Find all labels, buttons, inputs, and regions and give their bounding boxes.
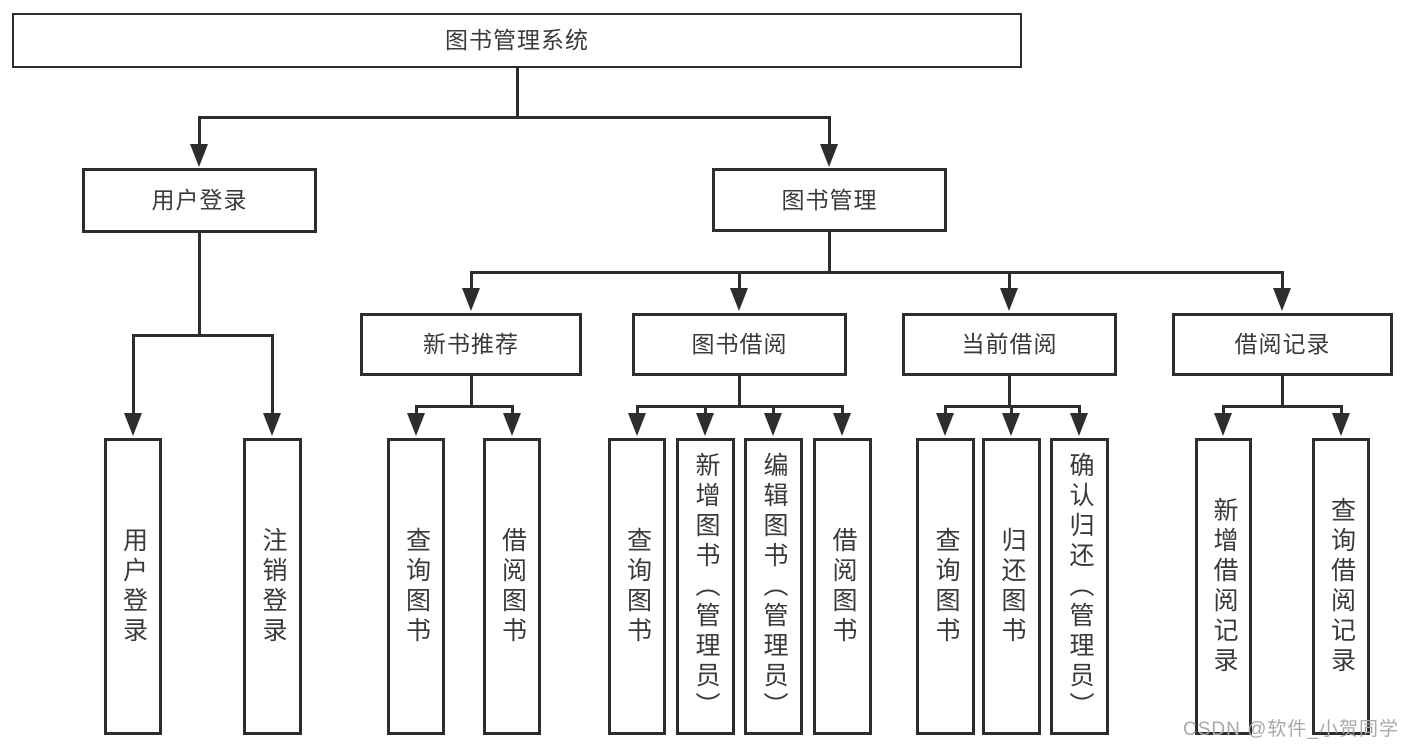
node-user-login-label: 用户登录 xyxy=(151,187,248,213)
arrow-down-icon xyxy=(124,413,142,436)
leaf-current-query: 查询图书 xyxy=(916,438,975,735)
arrow-down-icon xyxy=(1002,413,1020,436)
connector-arrow-stem xyxy=(1007,272,1011,289)
arrow-down-icon xyxy=(1000,288,1018,311)
arrow-down-icon xyxy=(696,413,714,436)
leaf-borrow-query: 查询图书 xyxy=(608,438,666,735)
leaf-newbook-borrow-label: 借阅图书 xyxy=(498,526,527,647)
node-root-label: 图书管理系统 xyxy=(445,27,589,53)
arrow-down-icon xyxy=(764,413,782,436)
connector-arrow-stem xyxy=(635,406,639,414)
connector-arrow-stem xyxy=(943,406,947,414)
arrow-down-icon xyxy=(462,288,480,311)
connector-arrow-stem xyxy=(703,406,707,414)
arrow-down-icon xyxy=(503,413,521,436)
leaf-logout-label: 注销登录 xyxy=(259,526,287,647)
leaf-record-query: 查询借阅记录 xyxy=(1312,438,1370,735)
arrow-down-icon xyxy=(1214,413,1232,436)
arrow-down-icon xyxy=(1273,288,1291,311)
connector-line xyxy=(1222,404,1343,408)
leaf-current-return-label: 归还图书 xyxy=(998,526,1026,647)
connector-arrow-stem xyxy=(840,406,844,414)
node-new-book-recommend-label: 新书推荐 xyxy=(423,331,519,357)
arrow-down-icon xyxy=(833,413,851,436)
leaf-record-add-label: 新增借阅记录 xyxy=(1210,496,1238,677)
connector-arrow-stem xyxy=(1009,406,1013,414)
arrow-down-icon xyxy=(190,144,208,167)
connector-line xyxy=(1007,376,1011,408)
connector-line xyxy=(515,68,519,118)
leaf-borrow-book-label: 借阅图书 xyxy=(829,526,857,647)
arrow-down-icon xyxy=(1332,413,1350,436)
connector-arrow-stem xyxy=(131,335,135,414)
arrow-down-icon xyxy=(730,288,748,311)
connector-line xyxy=(415,404,514,408)
connector-line xyxy=(737,376,741,408)
leaf-user-login: 用户登录 xyxy=(104,438,162,735)
node-user-login: 用户登录 xyxy=(82,168,317,233)
leaf-newbook-query-label: 查询图书 xyxy=(402,526,431,647)
node-book-management: 图书管理 xyxy=(712,168,947,232)
arrow-down-icon xyxy=(407,413,425,436)
leaf-borrow-edit-admin: 编辑图书（管理员） xyxy=(744,438,803,735)
leaf-record-add: 新增借阅记录 xyxy=(1195,438,1252,735)
connector-arrow-stem xyxy=(1339,406,1343,414)
node-current-borrow: 当前借阅 xyxy=(902,313,1117,376)
leaf-current-confirm-admin: 确认归还（管理员） xyxy=(1050,438,1109,735)
connector-line xyxy=(1280,376,1284,408)
arrow-down-icon xyxy=(1070,413,1088,436)
node-book-borrow: 图书借阅 xyxy=(632,313,847,376)
connector-arrow-stem xyxy=(414,406,418,414)
leaf-borrow-book: 借阅图书 xyxy=(813,438,872,735)
node-borrow-record: 借阅记录 xyxy=(1172,313,1393,376)
leaf-newbook-borrow: 借阅图书 xyxy=(483,438,541,735)
node-root: 图书管理系统 xyxy=(12,13,1022,68)
watermark: CSDN @软件_小贺同学 xyxy=(1183,719,1399,740)
leaf-borrow-query-label: 查询图书 xyxy=(623,526,652,647)
leaf-borrow-add-admin: 新增图书（管理员） xyxy=(676,438,735,735)
connector-arrow-stem xyxy=(771,406,775,414)
connector-arrow-stem xyxy=(469,272,473,289)
leaf-current-query-label: 查询图书 xyxy=(932,526,960,647)
node-current-borrow-label: 当前借阅 xyxy=(961,331,1058,357)
leaf-record-query-label: 查询借阅记录 xyxy=(1327,496,1356,677)
connector-line xyxy=(636,404,844,408)
connector-arrow-stem xyxy=(1280,272,1284,289)
connector-arrow-stem xyxy=(827,117,831,145)
leaf-borrow-add-admin-label: 新增图书（管理员） xyxy=(692,451,720,722)
node-borrow-record-label: 借阅记录 xyxy=(1234,331,1331,357)
connector-line xyxy=(470,270,1284,274)
connector-line xyxy=(197,233,201,337)
leaf-logout: 注销登录 xyxy=(243,438,302,735)
node-book-management-label: 图书管理 xyxy=(781,186,878,213)
leaf-borrow-edit-admin-label: 编辑图书（管理员） xyxy=(760,451,788,722)
connector-arrow-stem xyxy=(197,117,201,145)
connector-arrow-stem xyxy=(1221,406,1225,414)
connector-arrow-stem xyxy=(510,406,514,414)
connector-arrow-stem xyxy=(1077,406,1081,414)
leaf-current-confirm-admin-label: 确认归还（管理员） xyxy=(1066,451,1094,722)
connector-line xyxy=(469,376,473,408)
connector-line xyxy=(827,232,831,274)
arrow-down-icon xyxy=(628,413,646,436)
connector-line xyxy=(944,404,1081,408)
leaf-newbook-query: 查询图书 xyxy=(387,438,445,735)
connector-line xyxy=(198,115,831,119)
node-book-borrow-label: 图书借阅 xyxy=(691,331,788,357)
connector-arrow-stem xyxy=(270,335,274,414)
leaf-current-return: 归还图书 xyxy=(982,438,1041,735)
arrow-down-icon xyxy=(936,413,954,436)
leaf-user-login-label: 用户登录 xyxy=(119,526,148,647)
connector-arrow-stem xyxy=(737,272,741,289)
connector-line xyxy=(132,333,274,337)
node-new-book-recommend: 新书推荐 xyxy=(360,313,582,376)
arrow-down-icon xyxy=(820,144,838,167)
arrow-down-icon xyxy=(263,413,281,436)
